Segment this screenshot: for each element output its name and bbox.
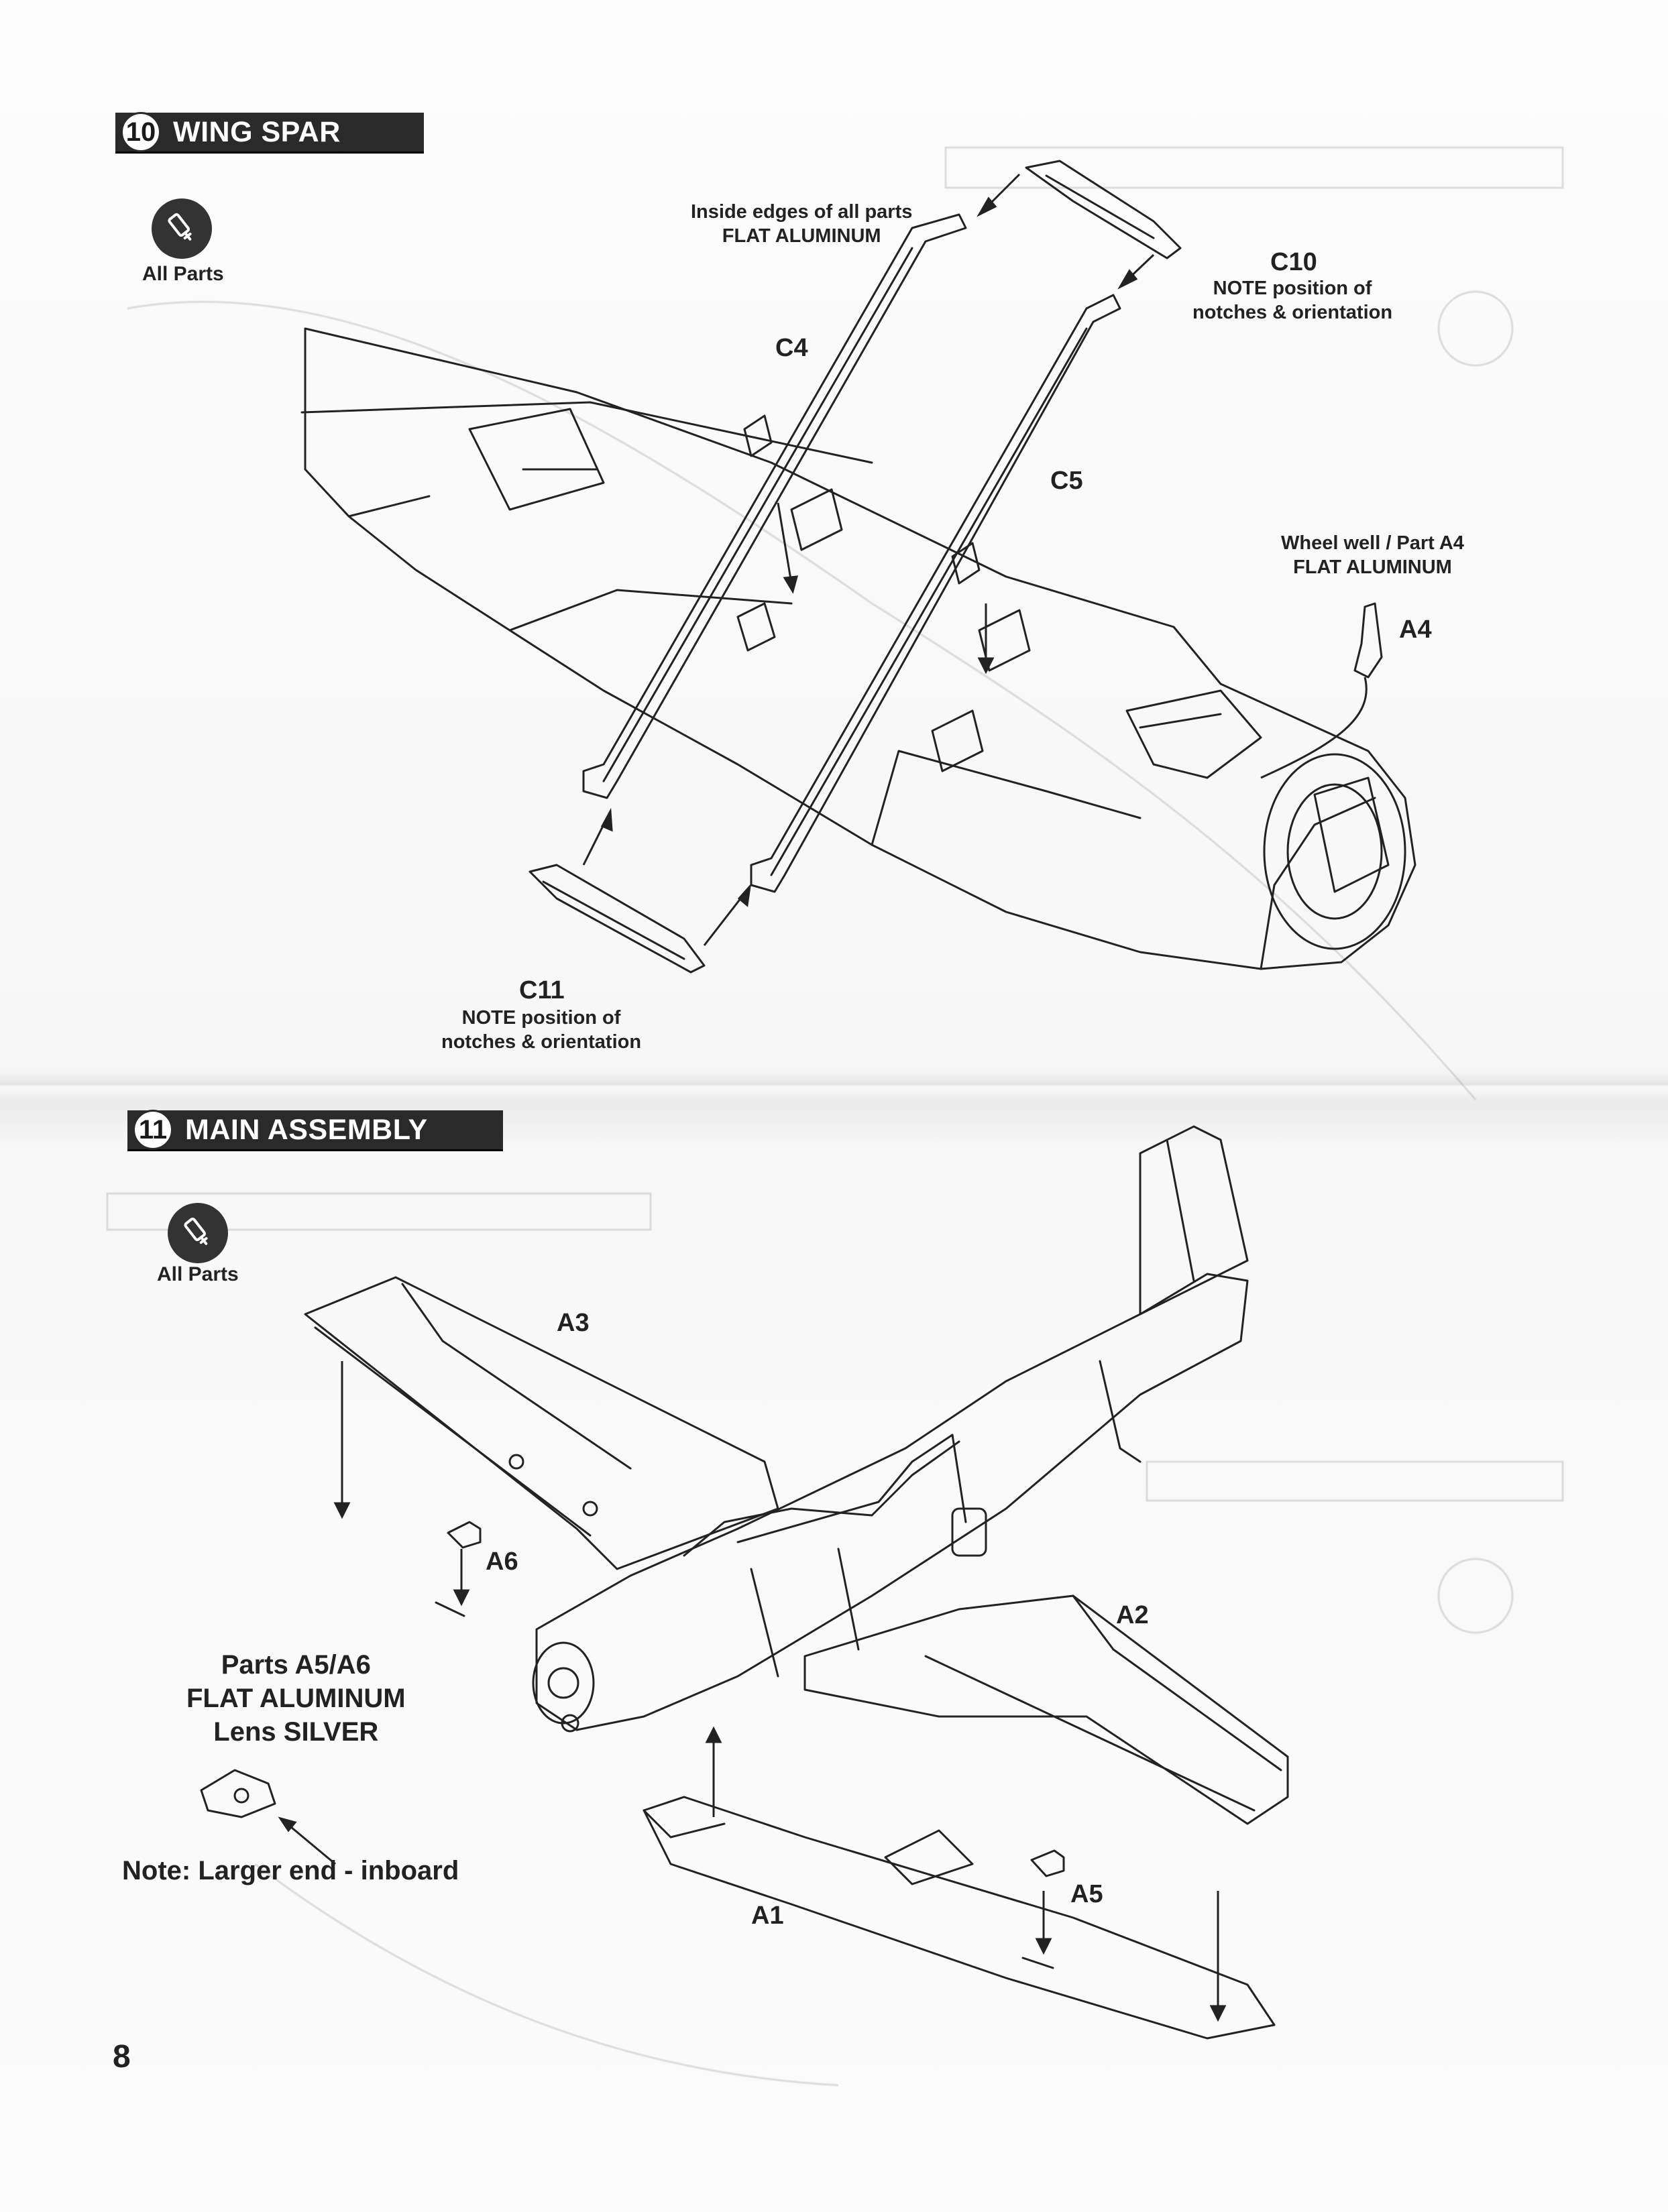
inside-edges-note: Inside edges of all parts FLAT ALUMINUM xyxy=(691,200,912,249)
step-title: WING SPAR xyxy=(173,115,341,148)
wheel-well-line-2: FLAT ALUMINUM xyxy=(1293,557,1452,579)
c11-note-line-1: NOTE position of xyxy=(461,1007,621,1029)
parts-note-line-3: Lens SILVER xyxy=(213,1717,379,1747)
inside-edges-line-2: FLAT ALUMINUM xyxy=(722,225,881,247)
glue-tube-glyph xyxy=(168,213,192,241)
part-label-c5: C5 xyxy=(1050,467,1083,495)
part-label-c4: C4 xyxy=(775,334,808,362)
step-number-badge: 11 xyxy=(133,1110,173,1150)
c11-note: NOTE position of notches & orientation xyxy=(441,1006,641,1055)
part-label-a2: A2 xyxy=(1116,1601,1149,1629)
part-label-a6: A6 xyxy=(486,1548,518,1576)
step-number-badge: 10 xyxy=(121,112,161,152)
part-label-c10: C10 xyxy=(1270,248,1317,276)
main-assembly-diagram xyxy=(200,1125,1289,2040)
glue-label: All Parts xyxy=(157,1263,239,1285)
part-label-a3: A3 xyxy=(557,1309,590,1337)
c10-note-line-2: notches & orientation xyxy=(1192,302,1393,324)
step-11-header: 11 MAIN ASSEMBLY xyxy=(127,1110,503,1151)
glue-tube-glyph xyxy=(184,1217,208,1245)
parts-note-line-2: FLAT ALUMINUM xyxy=(186,1684,406,1713)
step-title: MAIN ASSEMBLY xyxy=(185,1113,428,1146)
wheel-well-note: Wheel well / Part A4 FLAT ALUMINUM xyxy=(1281,531,1464,580)
part-label-a4: A4 xyxy=(1399,616,1432,644)
glue-label: All Parts xyxy=(142,263,224,285)
wheel-well-line-1: Wheel well / Part A4 xyxy=(1281,532,1464,554)
glue-tube-icon xyxy=(168,1203,228,1263)
step-10-header: 10 WING SPAR xyxy=(115,112,424,154)
larger-end-note: Note: Larger end - inboard xyxy=(122,1856,459,1885)
part-label-a5: A5 xyxy=(1070,1880,1103,1908)
glue-tube-icon xyxy=(152,198,212,259)
page-fold xyxy=(0,1073,1668,1098)
wing-spar-diagram xyxy=(300,160,1416,974)
parts-note-line-1: Parts A5/A6 xyxy=(221,1650,371,1680)
part-label-a1: A1 xyxy=(751,1902,784,1930)
c11-note-line-2: notches & orientation xyxy=(441,1031,642,1053)
c10-note-line-1: NOTE position of xyxy=(1213,278,1372,299)
part-label-c11: C11 xyxy=(519,976,565,1004)
c10-note: NOTE position of notches & orientation xyxy=(1192,276,1392,325)
parts-paint-note: Parts A5/A6 FLAT ALUMINUM Lens SILVER xyxy=(186,1648,406,1749)
inside-edges-line-1: Inside edges of all parts xyxy=(691,201,913,223)
page-number: 8 xyxy=(113,2039,131,2075)
